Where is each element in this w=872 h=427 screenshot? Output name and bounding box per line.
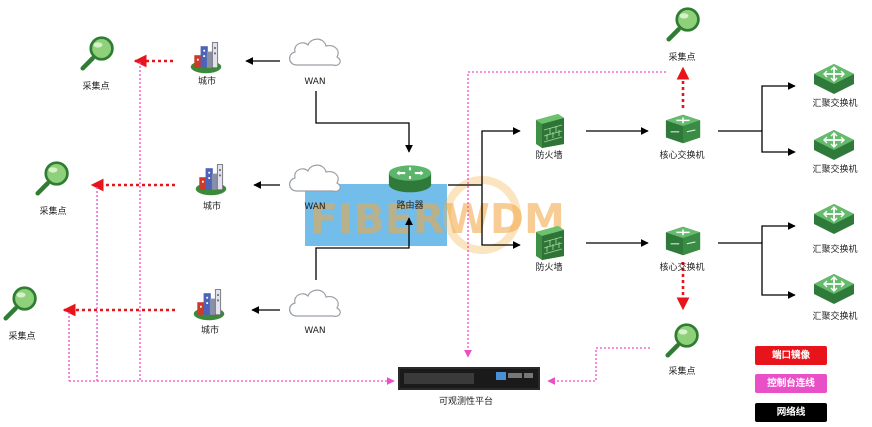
city-label: 城市 xyxy=(203,200,221,212)
probe-label: 采集点 xyxy=(39,205,66,217)
cloud-icon xyxy=(288,38,341,66)
city-middle: 城市 xyxy=(195,164,227,212)
city-label: 城市 xyxy=(198,75,216,87)
cloud-icon xyxy=(288,289,341,317)
aggregation-switch-icon xyxy=(813,273,855,305)
magnifier-icon xyxy=(83,38,113,69)
watermark-text: FIBERWDM xyxy=(310,195,565,243)
core-switch-bottom: 核心交换机 xyxy=(659,225,705,273)
magnifier-icon xyxy=(6,288,36,319)
city-label: 城市 xyxy=(201,324,219,336)
probe-label: 采集点 xyxy=(668,365,695,377)
router: 路由器 xyxy=(387,164,433,211)
magnifier-icon xyxy=(668,325,698,356)
agg-switch-label: 汇聚交换机 xyxy=(812,97,857,109)
probe-bottom-right: 采集点 xyxy=(668,325,698,377)
core-switch-label: 核心交换机 xyxy=(659,149,704,161)
magnifier-icon xyxy=(669,9,699,40)
city-buildings-icon xyxy=(190,42,222,74)
probe-bottom-left: 采集点 xyxy=(6,288,36,342)
console-links xyxy=(68,62,666,385)
watermark: FIBERWDM xyxy=(305,176,565,254)
firewall-top: 防火墙 xyxy=(535,113,565,161)
legend-console-link: 控制台连线 xyxy=(755,374,827,393)
wan-label: WAN xyxy=(304,326,325,336)
aggregation-switch-icon xyxy=(813,63,855,95)
network-links xyxy=(245,57,796,314)
agg-switch-1: 汇聚交换机 xyxy=(812,63,858,109)
magnifier-icon xyxy=(38,163,68,194)
observability-platform: 可观测性平台 xyxy=(398,367,540,407)
city-buildings-icon xyxy=(195,164,227,196)
wan-label: WAN xyxy=(304,77,325,87)
platform-label: 可观测性平台 xyxy=(439,395,493,407)
wan-label: WAN xyxy=(304,202,325,212)
router-icon xyxy=(387,164,433,194)
core-switch-top: 核心交换机 xyxy=(659,113,705,161)
core-switch-icon xyxy=(665,225,701,256)
core-switch-label: 核心交换机 xyxy=(659,261,704,273)
agg-switch-label: 汇聚交换机 xyxy=(812,243,857,255)
agg-switch-4: 汇聚交换机 xyxy=(812,273,858,322)
firewall-label: 防火墙 xyxy=(535,261,562,273)
agg-switch-3: 汇聚交换机 xyxy=(812,203,858,255)
city-top: 城市 xyxy=(190,42,222,87)
wan-bottom: WAN xyxy=(288,289,341,336)
probe-label: 采集点 xyxy=(82,80,109,92)
firewall-icon xyxy=(535,113,565,149)
agg-switch-label: 汇聚交换机 xyxy=(812,163,857,175)
legend-port-mirror: 端口镜像 xyxy=(755,346,827,365)
server-appliance-icon xyxy=(398,367,540,390)
probe-top-left: 采集点 xyxy=(82,38,112,92)
aggregation-switch-icon xyxy=(813,129,855,161)
firewall-icon xyxy=(535,225,565,261)
core-switch-icon xyxy=(665,113,701,144)
legend-network-cable: 网络线 xyxy=(755,403,827,422)
aggregation-switch-icon xyxy=(813,203,855,235)
probe-label: 采集点 xyxy=(8,330,35,342)
router-label: 路由器 xyxy=(396,199,423,211)
firewall-label: 防火墙 xyxy=(535,149,562,161)
agg-switch-2: 汇聚交换机 xyxy=(812,129,858,175)
city-buildings-icon xyxy=(193,289,225,321)
wan-middle: WAN xyxy=(288,164,341,212)
probe-top-right: 采集点 xyxy=(668,9,698,63)
probe-middle-left: 采集点 xyxy=(38,163,68,217)
port-mirror-links xyxy=(62,54,690,317)
cloud-icon xyxy=(288,164,341,192)
agg-switch-label: 汇聚交换机 xyxy=(812,310,857,322)
probe-label: 采集点 xyxy=(668,51,695,63)
wan-top: WAN xyxy=(288,38,341,87)
city-bottom: 城市 xyxy=(193,289,225,336)
firewall-bottom: 防火墙 xyxy=(535,225,565,273)
